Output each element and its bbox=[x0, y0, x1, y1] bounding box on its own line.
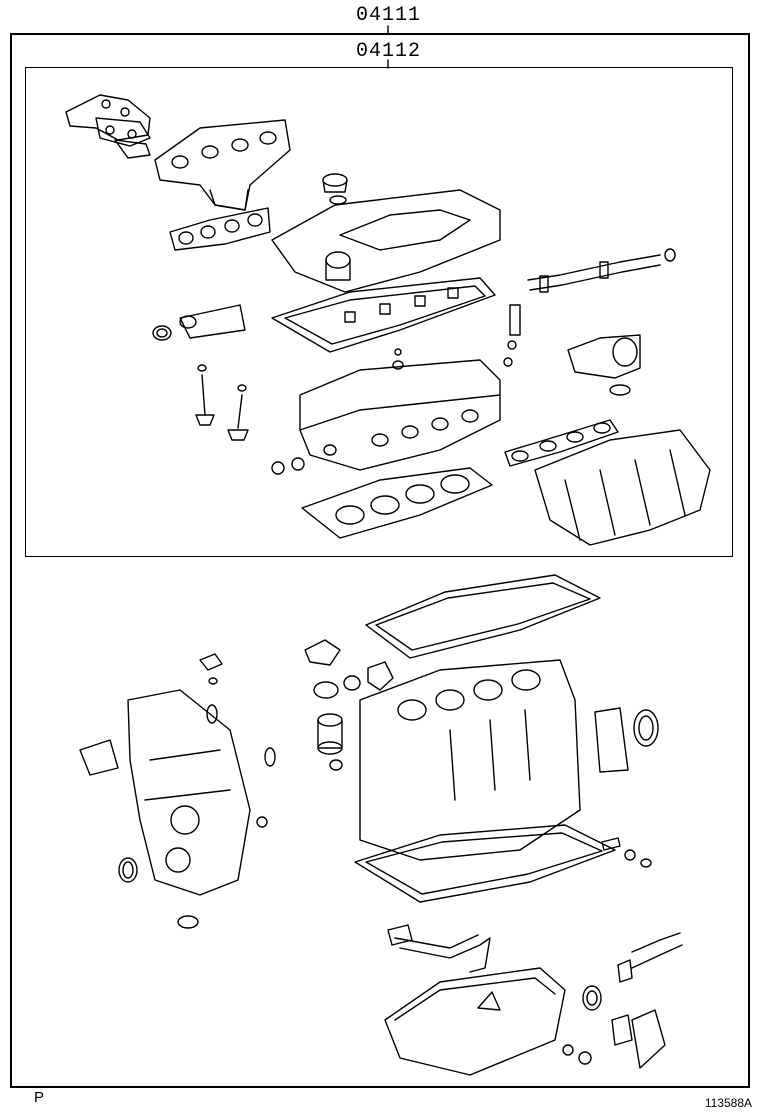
oil-pan bbox=[384, 967, 566, 1076]
manifold-gasket-set bbox=[65, 94, 151, 159]
small-gaskets bbox=[562, 1044, 592, 1065]
front-oil-seal bbox=[118, 857, 138, 883]
head-cover-gasket bbox=[271, 277, 496, 353]
fuel-delivery-pipe bbox=[527, 248, 676, 293]
cylinder-block bbox=[359, 659, 581, 861]
water-inlet bbox=[617, 932, 683, 1069]
oil-filler-cap bbox=[322, 173, 348, 205]
inner-kit-frame bbox=[25, 67, 733, 557]
drain-plug bbox=[601, 837, 652, 868]
thermostat bbox=[582, 985, 633, 1046]
intake-manifold-gasket bbox=[504, 419, 619, 467]
cylinder-head bbox=[299, 348, 501, 471]
intake-manifold bbox=[534, 429, 711, 546]
camshaft-seal bbox=[271, 457, 305, 475]
exhaust-manifold-gasket bbox=[169, 207, 271, 251]
upper-oil-pan-gasket bbox=[365, 574, 601, 659]
o-ring bbox=[177, 653, 276, 929]
exhaust-valve bbox=[227, 384, 249, 441]
figure-code: 113588A bbox=[704, 1096, 752, 1110]
injector bbox=[503, 304, 521, 367]
oil-filter-seals bbox=[304, 639, 394, 699]
rear-oil-seal bbox=[594, 707, 659, 773]
cylinder-head-cover bbox=[271, 189, 501, 293]
oil-filter bbox=[317, 713, 343, 771]
oil-strainer bbox=[387, 924, 491, 973]
inner-kit-label: 04112 bbox=[356, 40, 422, 63]
throttle-body bbox=[567, 334, 641, 396]
cylinder-head-gasket bbox=[301, 467, 493, 539]
oil-pan-gasket bbox=[354, 824, 616, 903]
exhaust-manifold bbox=[154, 119, 291, 211]
exhaust-pipe-gasket bbox=[152, 304, 246, 341]
outer-kit-frame bbox=[10, 33, 750, 1088]
timing-chain-cover bbox=[127, 689, 251, 896]
water-pump-gasket bbox=[79, 739, 119, 776]
outer-kit-label: 04111 bbox=[356, 4, 422, 27]
intake-valve bbox=[195, 364, 215, 426]
footer-left-mark: P bbox=[34, 1089, 45, 1106]
